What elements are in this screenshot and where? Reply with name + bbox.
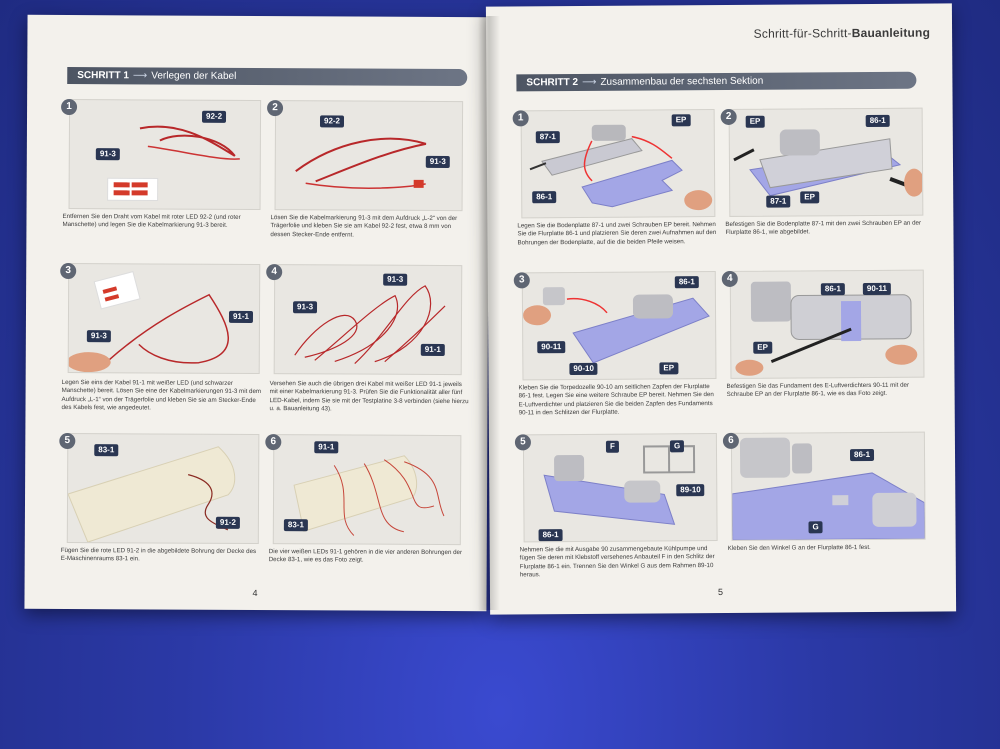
step-number: 3	[513, 272, 530, 289]
step-caption: Lösen Sie die Kabelmarkierung 91-3 mit d…	[270, 214, 458, 239]
right-page: Schritt-für-Schritt-Bauanleitung SCHRITT…	[485, 3, 957, 615]
photo-panel-3: 91-1 91-3	[67, 263, 261, 375]
step-caption: Die vier weißen LEDs 91-1 gehören in die…	[268, 548, 463, 564]
deck-with-leds-photo	[293, 455, 445, 536]
photo-panel-3: 86-1 90-11 90-10 EP	[521, 271, 717, 381]
step-caption: Kleben Sie die Torpedozelle 90-10 am sei…	[518, 383, 714, 417]
photo-panel-4: 91-3 91-3 91-1	[273, 264, 463, 376]
part-tag: EP	[671, 114, 691, 127]
part-tag: EP	[659, 362, 679, 375]
part-tag: 91-3	[95, 148, 120, 161]
section-step: SCHRITT 1	[77, 70, 129, 82]
part-tag: 83-1	[94, 444, 119, 457]
step-caption: Befestigen Sie das Fundament des E-Luftv…	[726, 381, 910, 399]
step-caption: Versehen Sie auch die übrigen drei Kabel…	[269, 380, 469, 413]
step-number: 1	[512, 110, 529, 127]
step-number: 2	[267, 100, 284, 117]
part-tag: 92-2	[319, 115, 345, 128]
section-title: Zusammenbau der sechsten Sektion	[600, 75, 764, 88]
step-number: 6	[722, 432, 739, 449]
running-head-bold: Bauanleitung	[851, 25, 931, 41]
plates-screwed-photo	[733, 129, 923, 197]
angle-bracket-photo	[731, 437, 925, 540]
step-number: 2	[720, 108, 737, 125]
page-number: 5	[717, 586, 724, 598]
photo-panel-5: 83-1 91-2	[66, 433, 260, 545]
part-tag: EP	[800, 191, 819, 204]
part-tag: 86-1	[532, 191, 557, 204]
step-number: 4	[266, 264, 283, 281]
left-page: SCHRITT 1⟶Verlegen der Kabel 1 92-2 91-3…	[24, 14, 490, 612]
step-caption: Legen Sie eins der Kabel 91-1 mit weißer…	[61, 378, 262, 412]
photo-panel-2: EP 86-1 87-1 EP	[728, 107, 924, 217]
step-caption: Befestigen Sie die Bodenplatte 87-1 mit …	[725, 219, 922, 237]
step-number: 5	[59, 432, 76, 450]
part-tag: EP	[745, 115, 765, 128]
running-head-prefix: Schritt-für-Schritt-	[753, 26, 852, 41]
step-caption: Legen Sie die Bodenplatte 87-1 und zwei …	[517, 221, 717, 247]
part-tag: 86-1	[865, 114, 890, 127]
part-tag: 92-2	[201, 110, 227, 123]
step-number: 5	[514, 434, 531, 451]
step-number: 4	[721, 270, 738, 287]
running-head: Schritt-für-Schritt-Bauanleitung	[754, 26, 931, 41]
part-tag: 91-3	[292, 301, 318, 314]
step-caption: Kleben Sie den Winkel G an der Flurplatt…	[727, 543, 871, 552]
step-number: 3	[60, 262, 77, 280]
part-tag: 90-10	[569, 362, 598, 376]
step-caption: Entfernen Sie den Draht vom Kabel mit ro…	[62, 212, 241, 230]
cooling-pump-photo	[543, 445, 696, 525]
photo-panel-6: 86-1 G	[730, 431, 926, 541]
part-tag: G	[669, 440, 685, 453]
photo-panel-1: EP 87-1 86-1	[520, 109, 716, 219]
part-tag: 91-2	[215, 516, 240, 529]
part-tag: 83-1	[283, 519, 308, 532]
part-tag: 91-1	[314, 441, 339, 454]
cable-photo	[68, 271, 229, 373]
part-tag: 91-3	[86, 330, 111, 343]
part-tag: F	[605, 440, 619, 453]
part-tag: 91-3	[383, 273, 408, 286]
part-tag: 91-3	[425, 155, 450, 169]
part-tag: 87-1	[766, 195, 791, 208]
part-tag: 91-1	[228, 310, 254, 323]
photo-panel-5: F G 89-10 86-1	[522, 433, 718, 543]
arrow-right-icon: ⟶	[582, 76, 597, 88]
page-number: 4	[252, 587, 258, 599]
part-tag: 90-11	[862, 282, 891, 296]
compressor-mount-photo	[735, 281, 918, 376]
part-tag: 86-1	[674, 276, 699, 289]
photo-panel-6: 91-1 83-1	[272, 434, 462, 546]
part-tag: EP	[753, 341, 772, 354]
section-bar-step-2: SCHRITT 2⟶Zusammenbau der sechsten Sekti…	[516, 71, 917, 92]
photo-panel-4: 86-1 90-11 EP	[729, 269, 925, 379]
cable-photo	[295, 137, 427, 189]
part-tag: G	[808, 521, 823, 534]
arrow-right-icon: ⟶	[132, 70, 148, 82]
section-step: SCHRITT 2	[526, 76, 579, 89]
section-bar-step-1: SCHRITT 1⟶Verlegen der Kabel	[67, 67, 468, 87]
part-tag: 86-1	[538, 529, 563, 542]
part-tag: 89-10	[676, 484, 705, 497]
part-tag: 86-1	[820, 283, 845, 296]
cable-photo	[294, 285, 446, 364]
torpedo-cell-photo	[523, 287, 710, 364]
part-tag: 91-1	[420, 343, 445, 356]
step-number: 6	[265, 434, 282, 451]
step-caption: Nehmen Sie die mit Ausgabe 90 zusammenge…	[519, 545, 715, 579]
plates-photo	[529, 124, 713, 211]
photo-panel-1: 92-2 91-3	[68, 99, 262, 211]
step-caption: Fügen Sie die rote LED 91-2 in die abgeb…	[60, 546, 257, 563]
part-tag: 86-1	[849, 448, 875, 462]
part-tag: 87-1	[535, 131, 560, 144]
section-title: Verlegen der Kabel	[151, 70, 237, 82]
photo-panel-2: 92-2 91-3	[274, 100, 464, 212]
part-tag: 90-11	[537, 341, 566, 354]
cable-photo	[107, 125, 240, 201]
step-number: 1	[61, 98, 78, 116]
